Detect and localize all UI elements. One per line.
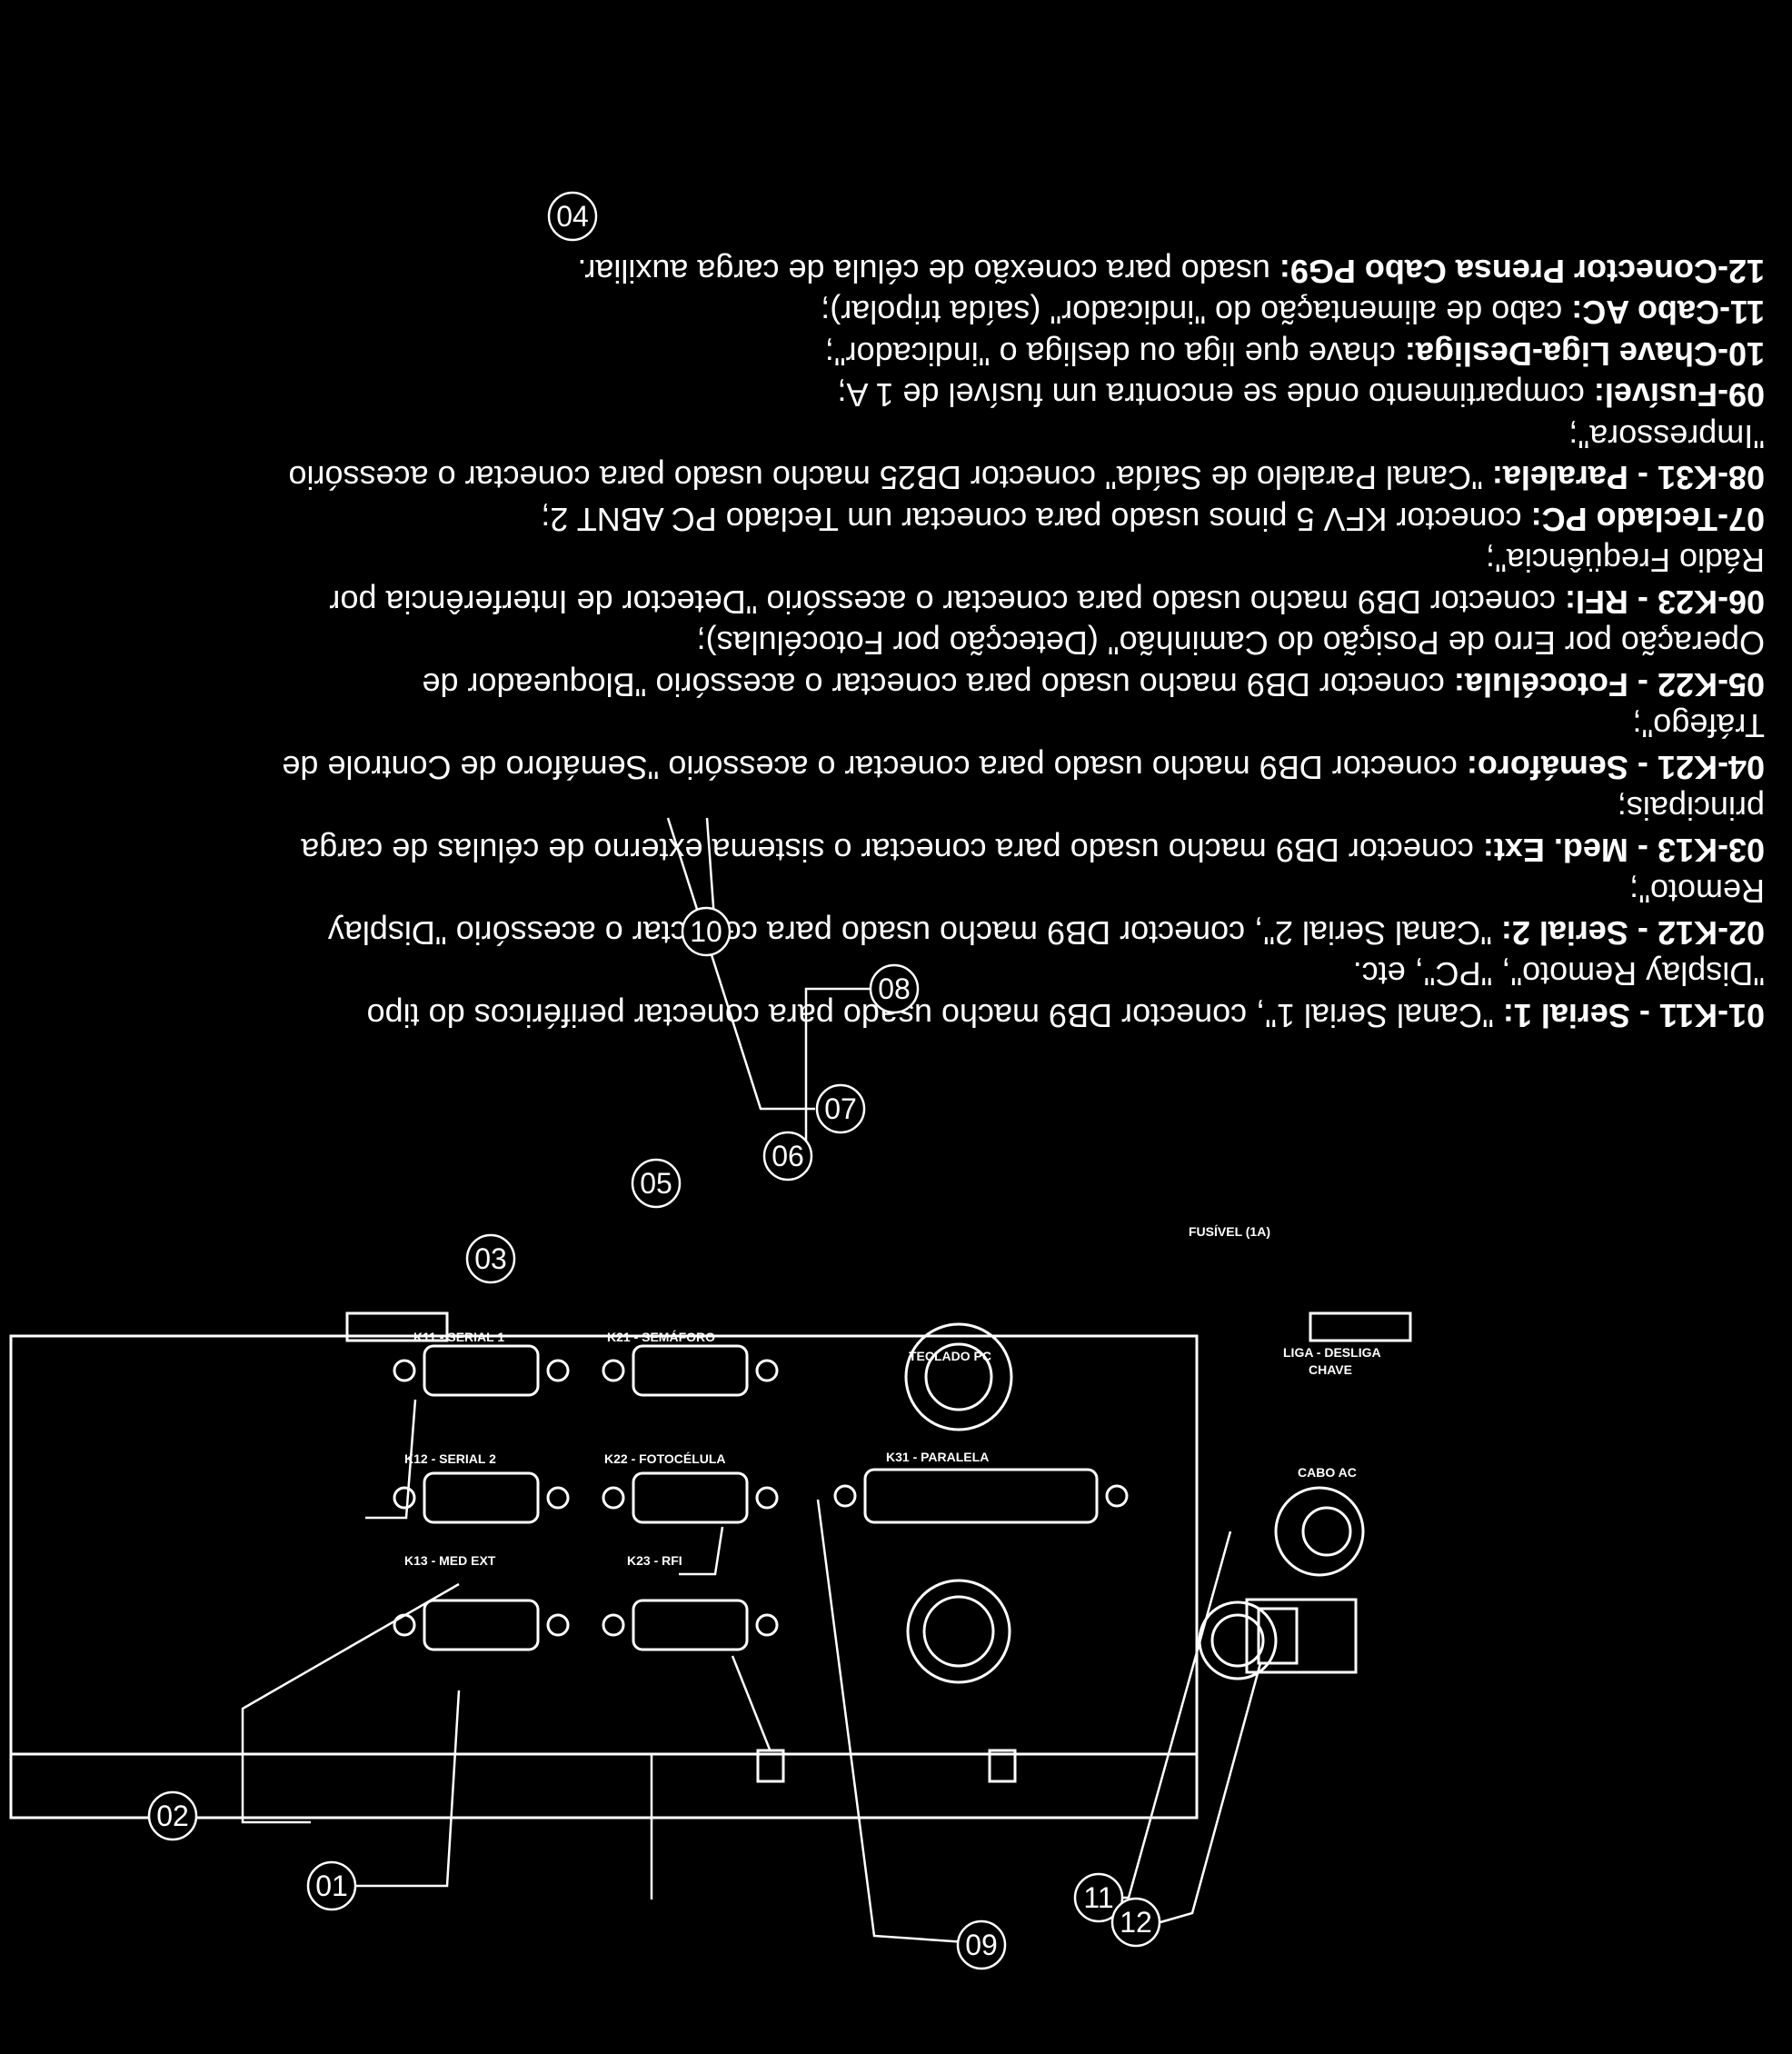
callouts: 01 02 03 04 05 06 07 08 09 10 11 12 (147, 191, 1161, 1970)
svg-text:07: 07 (824, 1092, 857, 1125)
db9-connector-k12 (393, 1471, 570, 1524)
svg-text:08: 08 (878, 972, 911, 1005)
db9-connector-k23 (602, 1344, 779, 1397)
panel-label-cabo-ac: CABO AC (1298, 1465, 1357, 1480)
panel-label-chave: LIGA - DESLIGA (1283, 1345, 1381, 1360)
db9-connector-k21 (602, 1599, 779, 1651)
callout-03: 03 (465, 1233, 516, 1284)
panel-label-k31: K31 - PARALELA (886, 1450, 989, 1464)
panel-label-k11: K11 - SERIAL 1 (413, 1330, 504, 1344)
callout-08: 08 (869, 963, 920, 1014)
panel-foot-left (1309, 1311, 1412, 1342)
db9-connector-k11 (393, 1599, 570, 1651)
ac-cable-entry (1274, 1486, 1365, 1577)
svg-text:01: 01 (315, 1870, 348, 1902)
svg-text:03: 03 (474, 1242, 507, 1275)
svg-text:11: 11 (1083, 1881, 1113, 1914)
callout-02: 02 (147, 1790, 198, 1841)
svg-text:09: 09 (965, 1929, 998, 1961)
panel-label-k12: K12 - SERIAL 2 (404, 1451, 496, 1466)
callout-07: 07 (815, 1083, 866, 1134)
cable-gland-pg9 (904, 1322, 1013, 1431)
din-connector-teclado (906, 1579, 1011, 1684)
panel-label-chave-2: CHAVE (1309, 1362, 1352, 1377)
db9-connector-k22 (602, 1471, 779, 1524)
panel-label-k21: K21 - SEMÁFORO (607, 1330, 715, 1344)
panel-labels: K13 - MED EXT K23 - RFI K12 - SERIAL 2 K… (404, 1224, 1381, 1568)
panel-foot-right (345, 1311, 449, 1342)
leader-lines (241, 817, 1262, 1947)
svg-text:10: 10 (690, 915, 722, 948)
power-switch (1245, 1598, 1358, 1674)
callout-04: 04 (547, 191, 598, 242)
callout-06: 06 (762, 1131, 813, 1182)
callout-01: 01 (306, 1860, 357, 1911)
panel-label-k23: K23 - RFI (627, 1553, 682, 1568)
db25-connector-k31 (833, 1468, 1129, 1524)
callout-12: 12 (1110, 1897, 1161, 1948)
panel-label-teclado: TECLADO PC (909, 1349, 991, 1363)
panel-label-fusivel: FUSÍVEL (1A) (1189, 1224, 1270, 1239)
panel-enclosure (9, 1334, 1199, 1820)
svg-text:06: 06 (772, 1140, 804, 1172)
panel-label-k13: K13 - MED EXT (404, 1553, 496, 1568)
callout-05: 05 (631, 1158, 682, 1209)
panel-label-k22: K22 - FOTOCÉLULA (604, 1451, 726, 1466)
svg-text:05: 05 (640, 1167, 672, 1200)
callout-11: 11 (1073, 1872, 1124, 1923)
panel-screw-b (756, 1749, 785, 1783)
callout-10: 10 (681, 906, 732, 957)
svg-text:04: 04 (556, 200, 589, 233)
callout-09: 09 (956, 1919, 1007, 1970)
panel-screw-a (988, 1749, 1017, 1783)
svg-text:12: 12 (1120, 1906, 1152, 1939)
panel-base (9, 1752, 1199, 1820)
connector-panel-drawing (9, 1311, 1412, 1820)
db9-connector-k13 (393, 1344, 570, 1397)
svg-text:02: 02 (156, 1800, 189, 1832)
